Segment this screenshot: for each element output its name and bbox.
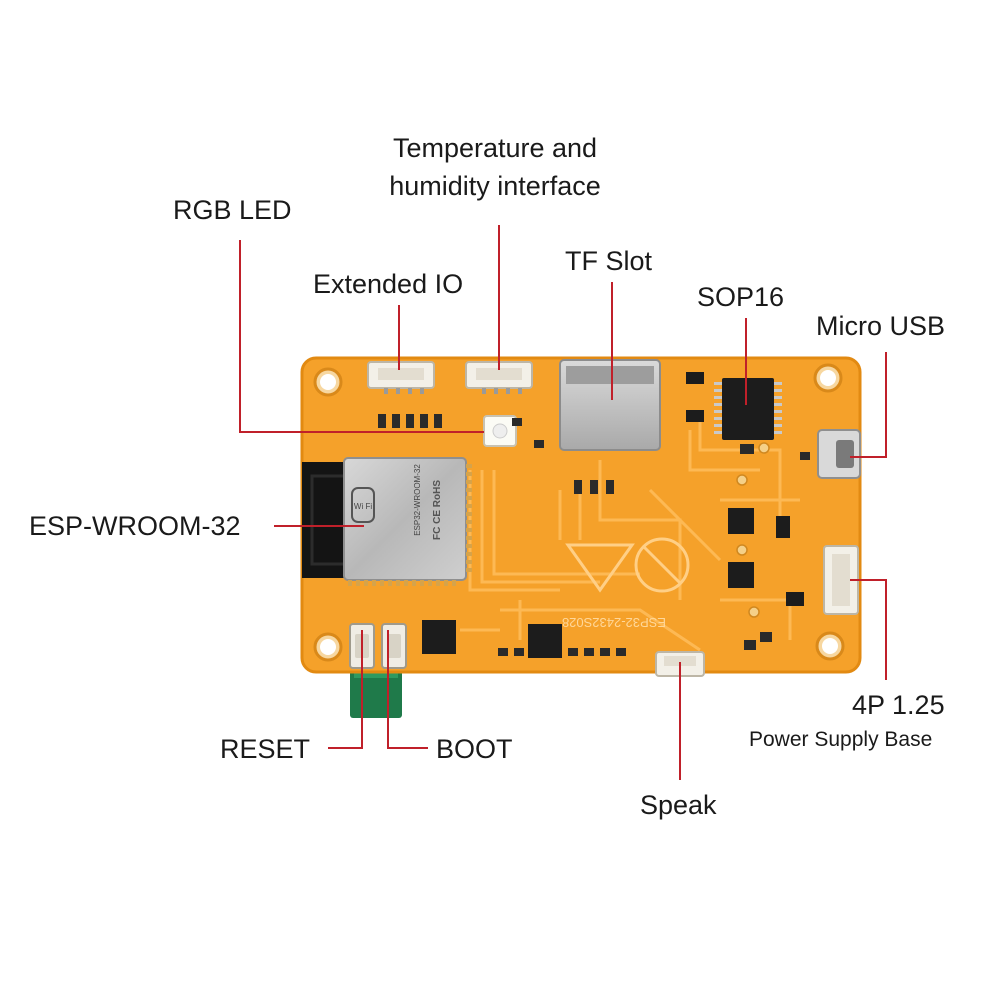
leader-reset <box>328 630 363 749</box>
display-ribbon-highlight <box>354 672 398 678</box>
passive-components <box>498 418 810 656</box>
extended-io-connector <box>367 361 435 394</box>
tf-slot-opening <box>566 366 654 384</box>
esp-module-pins <box>348 464 472 586</box>
label-rgb-led: RGB LED <box>173 195 292 225</box>
small-chip-1 <box>686 372 704 384</box>
mounting-holes <box>313 363 845 662</box>
label-reset: RESET <box>220 734 311 764</box>
audio-amp-chip <box>528 624 562 658</box>
label-micro-usb: Micro USB <box>816 311 946 341</box>
regulator-2 <box>728 562 754 588</box>
power-supply-connector-inner <box>832 554 850 606</box>
resistor-array <box>378 414 442 428</box>
micro-usb-opening <box>836 440 854 468</box>
sop16-pins <box>714 382 782 434</box>
temperature-humidity-connector <box>465 361 533 394</box>
label-esp-wroom: ESP-WROOM-32 <box>29 511 241 541</box>
rgb-led-lens <box>492 423 508 439</box>
module-wifi-text: Wi Fi <box>354 502 372 511</box>
leader-lines <box>239 225 887 780</box>
wifi-logo-icon <box>351 487 375 523</box>
small-chip-4 <box>776 516 790 538</box>
leader-rgb-led <box>239 240 484 433</box>
label-temperature-line2: humidity interface <box>389 171 601 201</box>
regulator-1 <box>728 508 754 534</box>
esp-module-shield <box>343 457 467 581</box>
label-boot: BOOT <box>436 734 513 764</box>
board-name-silkscreen: ESP32-2432S028 <box>562 615 666 630</box>
label-speak: Speak <box>640 790 717 820</box>
usb-serial-chip <box>422 620 456 654</box>
sop16-chip <box>722 378 774 440</box>
pcb-traces <box>460 410 800 652</box>
leader-boot <box>387 630 428 749</box>
small-chip-3 <box>786 592 804 606</box>
label-sop16: SOP16 <box>697 282 785 312</box>
label-temperature-line1: Temperature and <box>392 133 598 163</box>
label-tf-slot: TF Slot <box>565 246 653 276</box>
module-model-text: ESP32-WROOM-32 <box>413 464 422 536</box>
module-cert-text: FC CE RoHS <box>432 480 443 540</box>
round-pads <box>736 442 770 618</box>
small-chip-2 <box>686 410 704 422</box>
label-power-title: 4P 1.25 <box>852 690 945 720</box>
label-extended-io: Extended IO <box>313 269 464 299</box>
speaker-connector-inner <box>664 656 696 666</box>
leader-micro-usb <box>850 352 887 458</box>
label-power-sub: Power Supply Base <box>749 728 933 751</box>
leader-power-base <box>850 579 887 680</box>
boot-button-cap <box>387 634 401 658</box>
silkscreen-symbols <box>565 537 690 593</box>
